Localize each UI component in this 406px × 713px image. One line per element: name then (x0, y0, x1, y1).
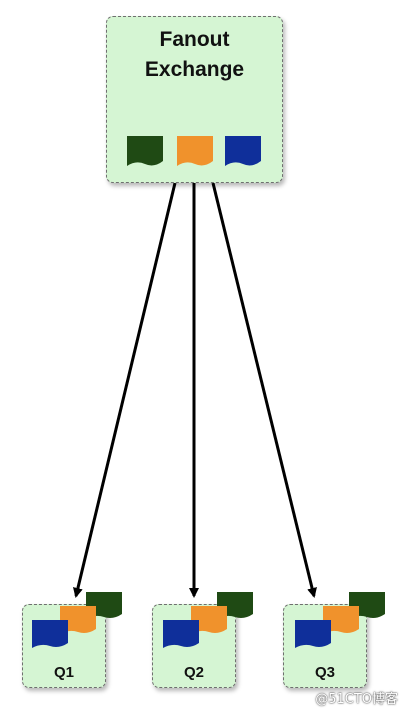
queue-q1-messages (32, 592, 122, 648)
message-orange-icon (323, 606, 359, 634)
arrow-to-q1 (73, 182, 177, 598)
queue-q1-label: Q1 (53, 664, 74, 681)
message-blue-icon (295, 620, 331, 648)
exchange-title: Fanout Exchange (107, 25, 282, 85)
watermark: @51CTO博客 (315, 692, 398, 707)
arrow-to-q3 (211, 182, 317, 598)
exchange-title-line1: Fanout (159, 28, 230, 51)
message-orange-icon (60, 606, 96, 634)
message-blue-icon (163, 620, 199, 648)
message-orange-icon (191, 606, 227, 634)
queue-q3-label: Q3 (314, 664, 335, 681)
queue-q3-messages (295, 592, 385, 648)
queue-q2-label: Q2 (183, 664, 204, 681)
message-blue-icon (32, 620, 68, 648)
queue-q2-messages (163, 592, 253, 648)
message-green-icon (127, 136, 163, 166)
message-orange-icon (177, 136, 213, 166)
exchange-messages (127, 136, 261, 166)
message-blue-icon (225, 136, 261, 166)
exchange-title-line2: Exchange (144, 58, 245, 81)
fanout-exchange-node: Fanout Exchange (106, 16, 283, 183)
